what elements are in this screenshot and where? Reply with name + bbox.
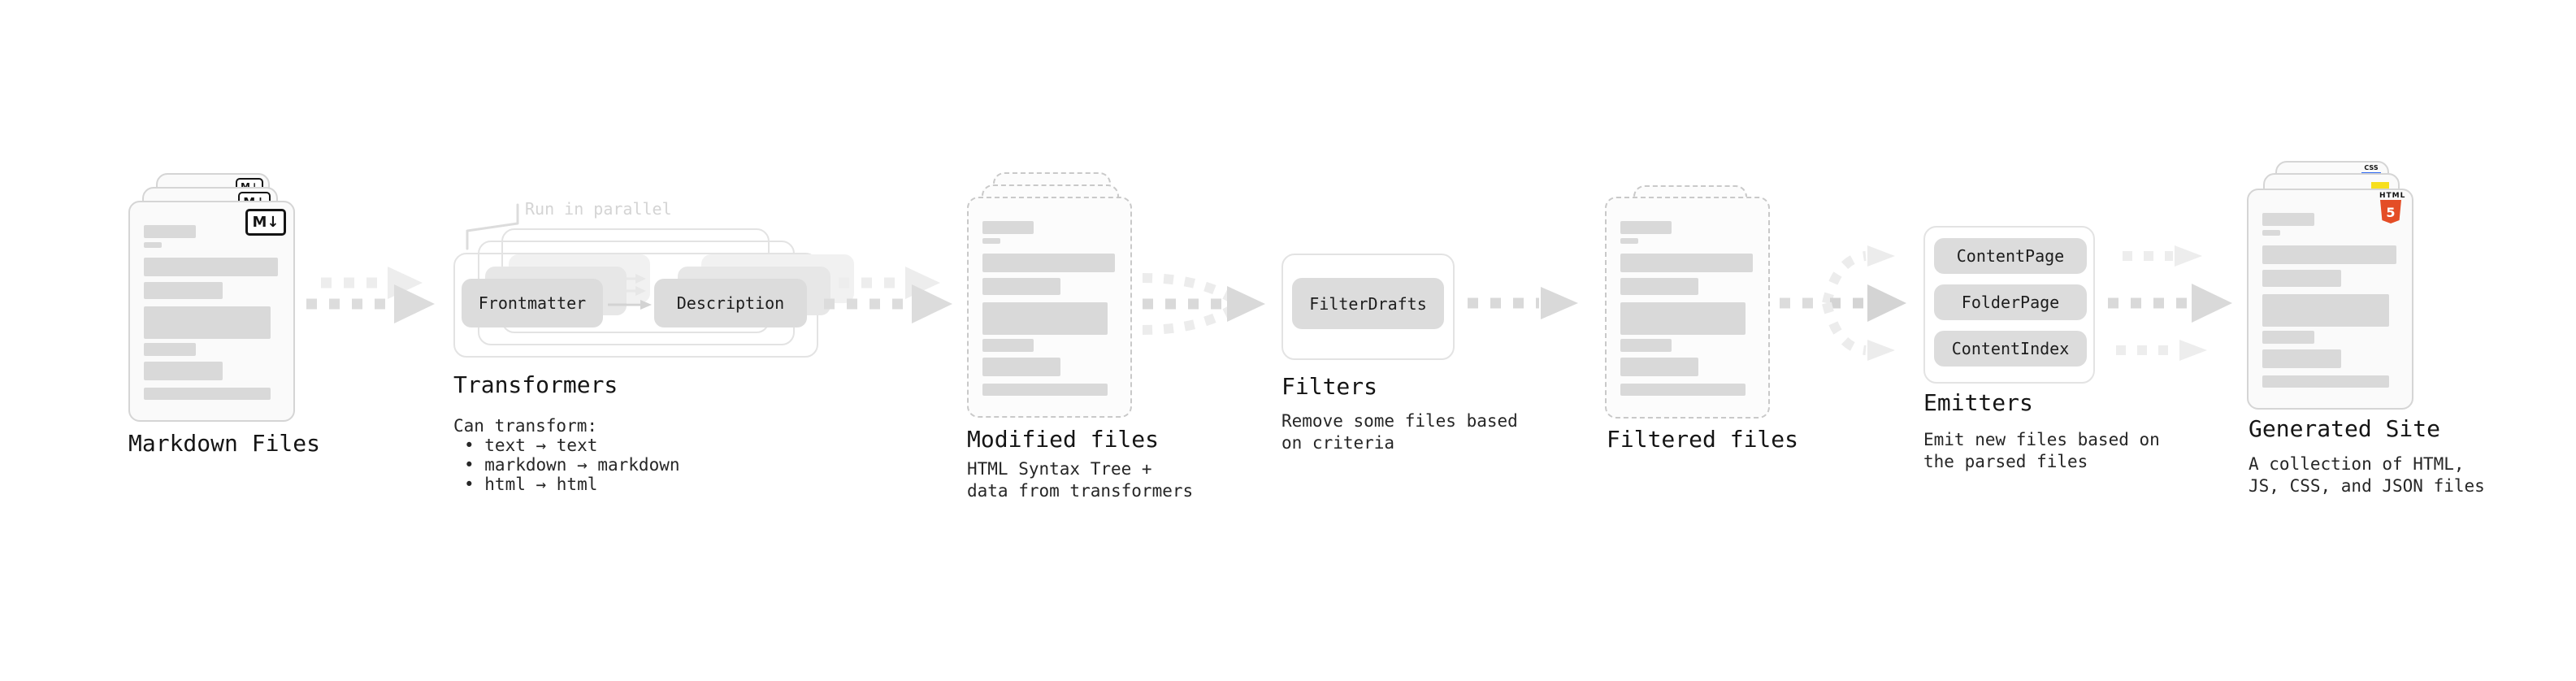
stage-label-filters: Filters <box>1281 373 1378 400</box>
content-line <box>1620 302 1746 335</box>
pill-contentindex: ContentIndex <box>1934 331 2087 367</box>
generated-site-description: A collection of HTML, JS, CSS, and JSON … <box>2249 454 2485 496</box>
flow-arrow-triple-icon <box>2108 245 2232 361</box>
emitters-description: Emit new files based on the parsed files <box>1923 430 2160 471</box>
annotation-leader-line <box>466 203 519 250</box>
content-line <box>982 384 1108 396</box>
content-line <box>144 388 271 400</box>
transform-bullet: • markdown → markdown <box>464 455 680 475</box>
stage-label-transformers: Transformers <box>453 371 618 398</box>
content-line <box>2262 294 2390 327</box>
parallel-arrows-icon <box>608 274 652 310</box>
html5-shield-icon: 5 <box>2380 200 2401 223</box>
content-line <box>982 278 1061 295</box>
content-line <box>2262 375 2390 388</box>
markdown-file-card: M↓ <box>128 201 295 422</box>
content-line <box>982 254 1115 272</box>
flow-arrow-fan-in-icon <box>1142 273 1265 335</box>
stage-label-generated-site: Generated Site <box>2249 415 2441 442</box>
flow-arrow-icon <box>824 267 952 323</box>
markdown-icon: M↓ <box>245 209 286 236</box>
content-line <box>144 306 271 339</box>
pill-folderpage: FolderPage <box>1934 284 2087 320</box>
svg-text:5: 5 <box>2386 205 2395 220</box>
content-line <box>2262 230 2280 236</box>
modified-files-description: HTML Syntax Tree + data from transformer… <box>967 459 1194 501</box>
javascript-icon <box>2371 182 2389 189</box>
flow-arrow-fan-out-icon <box>1780 245 1906 361</box>
content-line <box>144 362 223 380</box>
annotation-run-in-parallel: Run in parallel <box>525 199 672 219</box>
content-line <box>1620 358 1699 376</box>
content-line <box>1620 384 1746 396</box>
emitters-frame <box>1923 226 2095 384</box>
content-line <box>144 343 196 356</box>
content-line <box>144 242 162 248</box>
content-line <box>982 302 1108 335</box>
transform-bullet: • html → html <box>464 475 598 494</box>
filters-description: Remove some files based on criteria <box>1281 411 1518 453</box>
file-content-lines <box>2262 213 2399 388</box>
file-content-lines <box>982 221 1117 396</box>
stage-label-filtered-files: Filtered files <box>1607 426 1799 453</box>
pill-frontmatter: Frontmatter <box>462 279 603 327</box>
transformers-description: Can transform: • text → text • markdown … <box>453 416 680 494</box>
content-line <box>982 339 1034 352</box>
pill-contentpage: ContentPage <box>1934 238 2087 274</box>
flow-arrow-icon <box>1468 287 1578 319</box>
content-line <box>144 225 196 238</box>
content-line <box>2262 349 2342 368</box>
content-line <box>2262 331 2314 344</box>
content-line <box>2262 213 2314 226</box>
stage-label-modified-files: Modified files <box>967 426 1160 453</box>
generated-file-card: HTML 5 <box>2247 189 2413 410</box>
content-line <box>2262 270 2342 287</box>
transform-bullet: • text → text <box>464 436 598 455</box>
file-content-lines <box>1620 221 1755 396</box>
content-line <box>2262 245 2396 264</box>
content-line <box>1620 221 1672 234</box>
modified-file-card <box>967 197 1132 418</box>
filters-frame <box>1281 254 1455 360</box>
stage-label-markdown-files: Markdown Files <box>128 430 321 457</box>
content-line <box>144 282 223 299</box>
content-line <box>1620 278 1699 295</box>
flow-arrow-icon <box>306 267 435 323</box>
content-line <box>1620 238 1638 244</box>
pill-description: Description <box>654 279 807 327</box>
content-line <box>144 258 278 276</box>
filtered-file-card <box>1605 197 1770 419</box>
stage-label-emitters: Emitters <box>1923 389 2033 416</box>
content-line <box>982 358 1061 376</box>
pill-filterdrafts: FilterDrafts <box>1292 278 1444 329</box>
file-content-lines <box>144 225 280 400</box>
content-line <box>1620 339 1672 352</box>
html5-icon: HTML 5 <box>2379 193 2405 228</box>
transformers-desc-title: Can transform: <box>453 416 598 436</box>
content-line <box>982 238 1000 244</box>
content-line <box>982 221 1034 234</box>
content-line <box>1620 254 1753 272</box>
